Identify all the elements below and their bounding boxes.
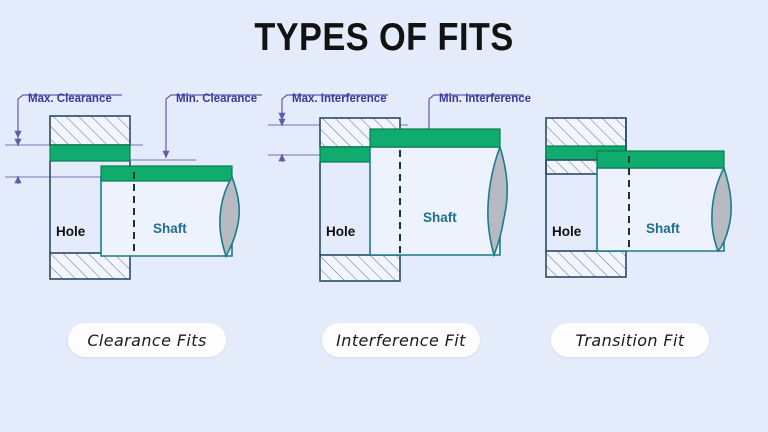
label-min-clearance: Min. Clearance	[176, 93, 257, 105]
hole-lower-hatch	[545, 250, 627, 278]
shaft-break-symbol	[711, 165, 732, 253]
diagram-interference-fit: Max. Interference Min. Interference Hole…	[268, 93, 531, 282]
label-hole-interference: Hole	[326, 224, 356, 239]
label-min-interference: Min. Interference	[439, 93, 531, 105]
leader-max-interference	[278, 94, 388, 120]
shaft-body	[596, 167, 725, 252]
label-shaft-clearance: Shaft	[153, 221, 187, 236]
hole-lower-hatch	[49, 252, 131, 280]
shaft-body	[369, 146, 501, 256]
hole-upper-hatch	[49, 115, 131, 146]
caption-interference-fit: Interference Fit	[322, 323, 480, 357]
shaft-tolerance-band	[596, 150, 725, 169]
hole-tolerance-band	[49, 144, 131, 162]
page-title: TYPES OF FITS	[254, 16, 514, 59]
shaft-body	[100, 176, 233, 257]
label-hole-transition: Hole	[552, 224, 582, 239]
label-shaft-interference: Shaft	[423, 210, 457, 225]
label-hole-clearance: Hole	[56, 224, 86, 239]
diagram-transition-fit: Hole Shaft	[545, 117, 732, 278]
caption-transition-fit: Transition Fit	[551, 323, 709, 357]
shaft-tolerance-band	[369, 128, 501, 148]
shaft-break-symbol	[487, 144, 508, 258]
caption-clearance-fits: Clearance Fits	[68, 323, 226, 357]
label-max-interference: Max. Interference	[292, 93, 387, 105]
label-max-clearance: Max. Clearance	[28, 93, 112, 105]
leader-max-clearance	[14, 94, 122, 138]
shaft-tolerance-band	[100, 165, 233, 182]
label-shaft-transition: Shaft	[646, 221, 680, 236]
leader-min-clearance	[162, 94, 262, 158]
shaft-break-symbol	[219, 175, 241, 259]
hole-lower-hatch	[319, 254, 401, 282]
diagram-clearance-fit: Max. Clearance Min. Clearance Hole Shaft	[5, 93, 262, 280]
